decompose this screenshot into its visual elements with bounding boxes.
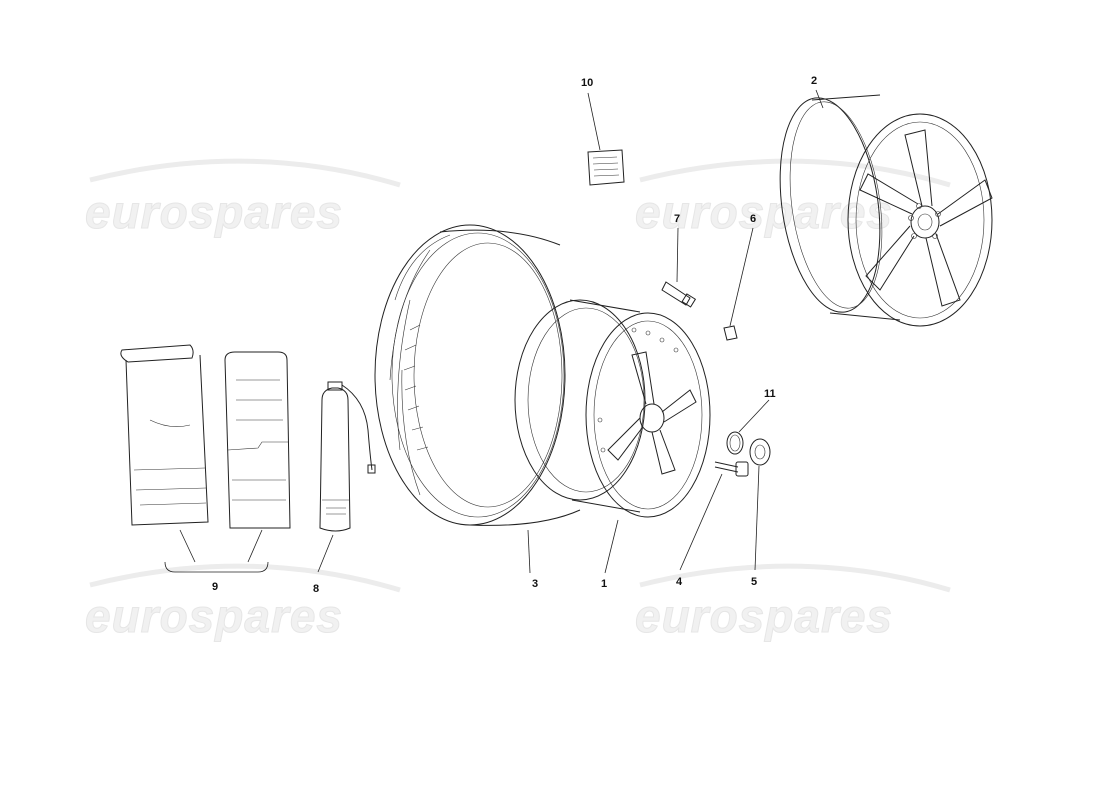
svg-text:eurospares: eurospares <box>85 186 343 238</box>
watermark-top-left: eurospares <box>85 158 401 239</box>
wheel-rim-part <box>514 299 711 518</box>
watermark-bottom-right: eurospares <box>635 563 951 643</box>
label-plate-part <box>587 149 625 186</box>
callout-7: 7 <box>674 213 680 225</box>
hub-cap-part <box>749 438 771 466</box>
callout-2: 2 <box>811 75 817 87</box>
svg-text:eurospares: eurospares <box>85 590 343 642</box>
tyre-part <box>374 224 581 526</box>
svg-text:eurospares: eurospares <box>635 186 893 238</box>
valve-part <box>661 281 697 308</box>
balance-weight-part <box>723 325 738 341</box>
storage-bag-part <box>120 344 209 526</box>
callout-1: 1 <box>601 578 607 590</box>
watermark-bottom-left: eurospares <box>85 563 401 643</box>
seal-ring-part <box>726 431 744 455</box>
callout-4: 4 <box>676 576 683 588</box>
inflator-can-part <box>319 381 376 532</box>
leader-lines <box>164 89 824 574</box>
callout-10: 10 <box>581 77 593 89</box>
svg-text:eurospares: eurospares <box>635 590 893 642</box>
callout-11: 11 <box>764 388 776 400</box>
alloy-wheel-part <box>779 94 993 327</box>
callout-9: 9 <box>212 581 218 593</box>
callout-5: 5 <box>751 576 757 588</box>
storage-case-part <box>224 351 291 529</box>
callout-8: 8 <box>313 583 319 595</box>
callout-3: 3 <box>532 578 538 590</box>
wheel-bolt-part <box>714 461 749 477</box>
callout-6: 6 <box>750 213 756 225</box>
watermark-top-right: eurospares <box>635 158 951 239</box>
